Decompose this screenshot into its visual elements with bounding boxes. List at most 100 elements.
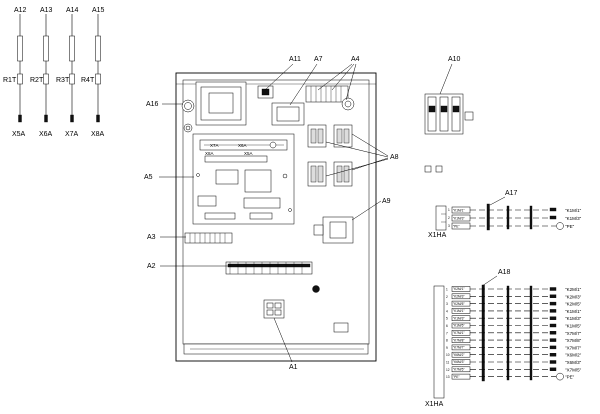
callout-a10: A10 <box>448 56 461 63</box>
a18-output: "X7M/5" <box>565 367 582 372</box>
a18-pin: 5 <box>446 317 448 321</box>
callout-a16: A16 <box>146 101 159 108</box>
a18-wire-label: "K7M/5" <box>453 368 464 372</box>
cabinet: X7A X6A X8A X5A <box>175 72 377 362</box>
a17-wire-label: "PE" <box>453 225 460 229</box>
pcb-label-x6a: X6A <box>238 143 247 148</box>
sensor-A15: A15 R4T X8A <box>81 7 105 138</box>
cable-glands <box>183 343 369 355</box>
callout-a11: A11 <box>289 56 301 63</box>
sensor-resistor-label: R3T <box>56 77 70 84</box>
main-terminal-rail <box>225 261 320 293</box>
a18-pin: 4 <box>446 309 448 313</box>
a18-wire-row: 13"PE""PE" <box>446 372 575 381</box>
sensor-tag: A13 <box>40 7 53 14</box>
a18-pin: 2 <box>446 295 448 299</box>
wiring-block-a18: A18 X1HA 1"K2M/1""K2M/1"2"K2M/3""K2M/3"3… <box>425 269 582 408</box>
circuit-breaker-group: A10 <box>424 56 474 173</box>
a17-wire-label: "K1M/3" <box>453 217 464 221</box>
a18-pin: 7 <box>446 331 448 335</box>
callout-a7: A7 <box>314 56 323 63</box>
sensor-resistor-label: R2T <box>30 77 44 84</box>
a18-wire-row: 12"K7M/5" "X7M/5" <box>446 366 582 372</box>
callout-a2: A2 <box>147 263 156 270</box>
sensor-tag: A14 <box>66 7 79 14</box>
callouts: A11 A7 A4 A16 A5 A8 A9 A3 A2 A1 <box>144 56 399 371</box>
a18-output: "K1M/5" <box>565 324 582 329</box>
sensor-A12: A12 R1T X5A <box>3 7 27 138</box>
main-pcb: X7A X6A X8A X5A <box>192 133 295 225</box>
a18-pin: 11 <box>446 361 450 365</box>
a17-connector-label: X1HA <box>428 232 447 239</box>
a17-wire-label: "K1M/1" <box>453 209 464 213</box>
a18-output: "K2M/1" <box>565 287 582 292</box>
a18-wire-row: 3"K2M/5""K2M/5" <box>446 300 582 307</box>
sensor-resistor-label: R4T <box>81 77 95 84</box>
a17-pin: 3 <box>448 224 450 228</box>
power-terminal-strip <box>305 85 355 111</box>
a18-output: "K2M/3" <box>565 294 582 299</box>
a18-wire-label: "K1M/5" <box>453 324 464 328</box>
sensor-connector-label: X8A <box>91 131 105 138</box>
a18-wire-label: "K2M/3" <box>453 295 464 299</box>
a18-wire-label: "K2M/5" <box>453 302 464 306</box>
callout-a18: A18 <box>498 269 511 276</box>
callout-a17: A17 <box>505 190 518 197</box>
callout-a8: A8 <box>390 154 399 161</box>
a18-wire-label: "K1M/3" <box>453 316 464 320</box>
a18-output: "K1M/1" <box>565 309 582 314</box>
a18-pin: 8 <box>446 339 448 343</box>
callout-a9: A9 <box>382 198 391 205</box>
a18-output: "X6M/3" <box>565 360 582 365</box>
a18-wire-label: "K2M/1" <box>453 287 464 291</box>
a18-wire-label: "K1M/1" <box>453 309 464 313</box>
a18-output: "K1M/3" <box>565 316 582 321</box>
a18-wire-row: 11"K6M/3" "X6M/3" <box>446 359 582 365</box>
signal-terminal-strip <box>184 232 233 244</box>
a18-wire-row: 10"K6M/2""X6M/2" <box>446 351 582 358</box>
sensor-tag: A12 <box>14 7 27 14</box>
sensor-connector-label: X7A <box>65 131 79 138</box>
a18-connector-label: X1HA <box>425 401 444 408</box>
a18-output: "X6M/2" <box>565 353 582 358</box>
a17-pin: 1 <box>448 208 450 212</box>
a18-wire-label: "K6M/2" <box>453 353 464 357</box>
a18-wire-label: "K6M/3" <box>453 360 464 364</box>
a18-wire-row: 5 "K1M/3" "K1M/3" <box>446 315 582 321</box>
a18-wire-label: "PE" <box>453 375 460 379</box>
sensor-A14: A14 R3T X7A <box>56 7 79 138</box>
a18-pin: 9 <box>446 346 448 350</box>
contactor-block <box>313 216 354 244</box>
a18-wire-row: 1"K2M/1""K2M/1" <box>446 286 582 292</box>
a18-pin: 6 <box>446 324 448 328</box>
a17-output: "K1M/3" <box>565 216 582 221</box>
a18-output: "PE" <box>565 375 575 380</box>
a18-wire-row: 2 "K2M/3" "K2M/3" <box>446 293 582 299</box>
a18-wire-label: "K7M/1" <box>453 331 464 335</box>
pcb-label-x7a: X7A <box>210 143 219 148</box>
sensor-A13: A13 R2T X6A <box>30 7 53 138</box>
a18-wire-row: 9 "K7M/7" "X7M/7" <box>446 344 582 350</box>
pcb-label-x5a: X5A <box>244 151 253 156</box>
a18-wire-label: "K7M/8" <box>453 338 464 342</box>
sensor-resistor-label: R1T <box>3 77 17 84</box>
sensor-tag: A15 <box>92 7 105 14</box>
a18-wire-row: 8 "K7M/8" "X7M/8" <box>446 337 582 343</box>
relay-blocks <box>307 124 353 187</box>
a17-output: "PE" <box>565 224 575 229</box>
a17-pin: 2 <box>448 216 450 220</box>
a18-output: "X7M/8" <box>565 338 582 343</box>
a18-pin: 12 <box>446 368 450 372</box>
a18-output: "X7M/7" <box>565 345 582 350</box>
main-plug-connector <box>263 299 349 333</box>
callout-a1: A1 <box>289 364 298 371</box>
a18-wire-row: 7"K7M/1""X7M/7" <box>446 330 582 336</box>
a18-wire-row: 6 "K1M/5" "K1M/5" <box>446 322 582 329</box>
a17-output: "K1M/1" <box>565 208 582 213</box>
a18-output: "K2M/5" <box>565 302 582 307</box>
callout-a5: A5 <box>144 174 153 181</box>
pcb-label-x8a: X8A <box>205 151 214 156</box>
wiring-block-a17: A17 X1HA 1 2 3 "K1M/1" "K1M/3" "PE" "K1M… <box>428 190 582 239</box>
a18-wire-label: "K7M/7" <box>453 346 464 350</box>
